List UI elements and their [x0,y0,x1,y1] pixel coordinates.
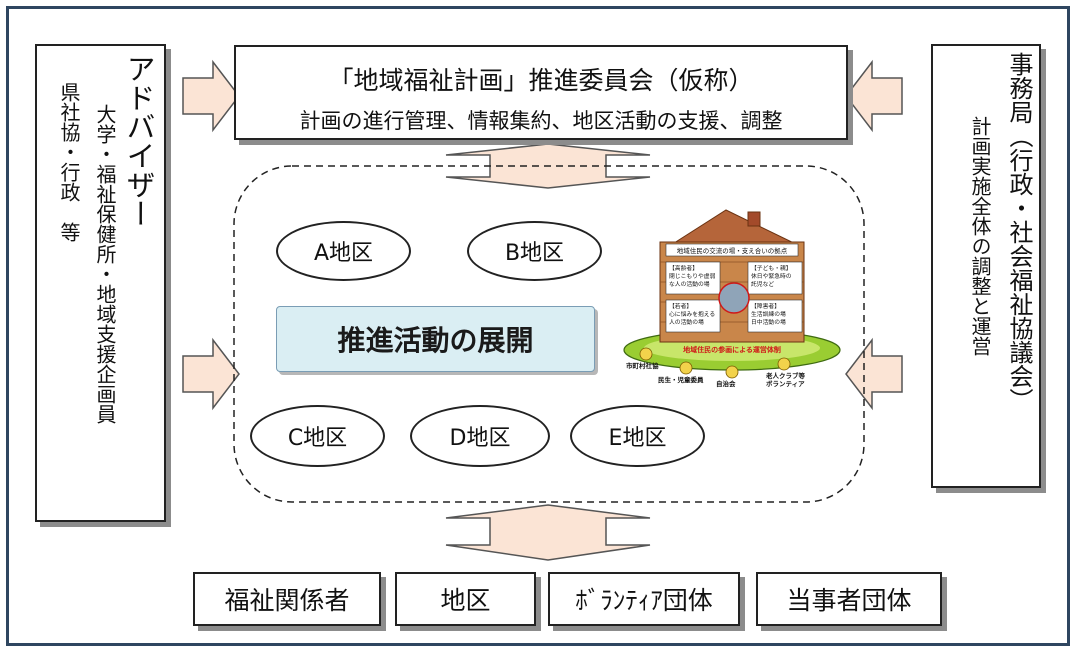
house-person-label-3: 自治会 [716,379,736,388]
advisor-title: アドバイザー [122,54,156,228]
district-a: A地区 [276,221,411,281]
house-people [639,347,791,379]
bottom-box-district: 地区 [395,572,536,626]
bottom-box-volunteer: ﾎﾞﾗﾝﾃｨｱ団体 [548,572,740,626]
secretariat-title: 事務局（行政・社会福祉協議会） [1005,52,1033,412]
district-e: E地区 [570,405,705,467]
activity-group-boundary [233,165,865,503]
secretariat-box: 事務局（行政・社会福祉協議会） 計画実施全体の調整と運営 [931,44,1041,488]
advisor-members-line1: 大学・福祉保健所・地域支援企画員 [93,104,117,424]
arrow-advisor-to-committee [182,59,240,133]
house-person-label-4: 老人クラブ等ボランティア [765,371,806,388]
house-panel-elderly: 【高齢者】閉じこもりや虚弱な人の活動の場 [669,264,716,288]
committee-subtitle: 計画の進行管理、情報集約、地区活動の支援、調整 [299,109,783,133]
center-activity-box: 推進活動の展開 [276,306,595,372]
house-panel-youth: 【若者】心に悩みを抱える人の活動の場 [669,302,715,326]
house-base-label: 地域住民の参画による運営体制 [683,345,781,354]
house-panel-disabled: 【障害者】生活訓練の場日中活動の場 [751,302,786,326]
district-b: B地区 [467,221,602,281]
arrow-advisor-to-center [182,337,240,411]
district-c: C地区 [250,405,385,467]
advisor-members-line2: 県社協・行政 等 [57,82,81,242]
advisor-box: アドバイザー 大学・福祉保健所・地域支援企画員 県社協・行政 等 [35,44,166,522]
house-center-photo [718,282,750,314]
house-chimney [747,211,761,227]
diagram-canvas: 「地域福祉計画」推進委員会（仮称） 計画の進行管理、情報集約、地区活動の支援、調… [6,6,1070,646]
house-panel-children: 【子ども・親】休日や緊急時の託児など [751,264,792,288]
house-person-label-2: 民生・児童委員 [658,375,704,384]
committee-box: 「地域福祉計画」推進委員会（仮称） 計画の進行管理、情報集約、地区活動の支援、調… [234,45,848,140]
arrow-secretariat-to-committee [845,59,903,133]
arrow-secretariat-to-center [845,337,903,411]
house-person-label-1: 市町村社協 [626,361,659,370]
bottom-box-welfare: 福祉関係者 [193,572,381,626]
center-activity-label: 推進活動の展開 [337,324,534,357]
bottom-box-parties: 当事者団体 [756,572,942,626]
house-roof-label: 地域住民の交流の場・支え合いの拠点 [677,246,788,255]
secretariat-subtitle: 計画実施全体の調整と運営 [968,116,992,356]
arrow-center-bottom [445,504,651,561]
community-house-illustration: 地域住民の参画による運営体制 地域住民の交流の場・支え合いの拠点 【高齢者】閉じ… [623,209,841,388]
committee-title: 「地域福祉計画」推進委員会（仮称） [328,66,754,95]
connectors-layer [182,59,903,561]
district-d: D地区 [410,405,550,467]
